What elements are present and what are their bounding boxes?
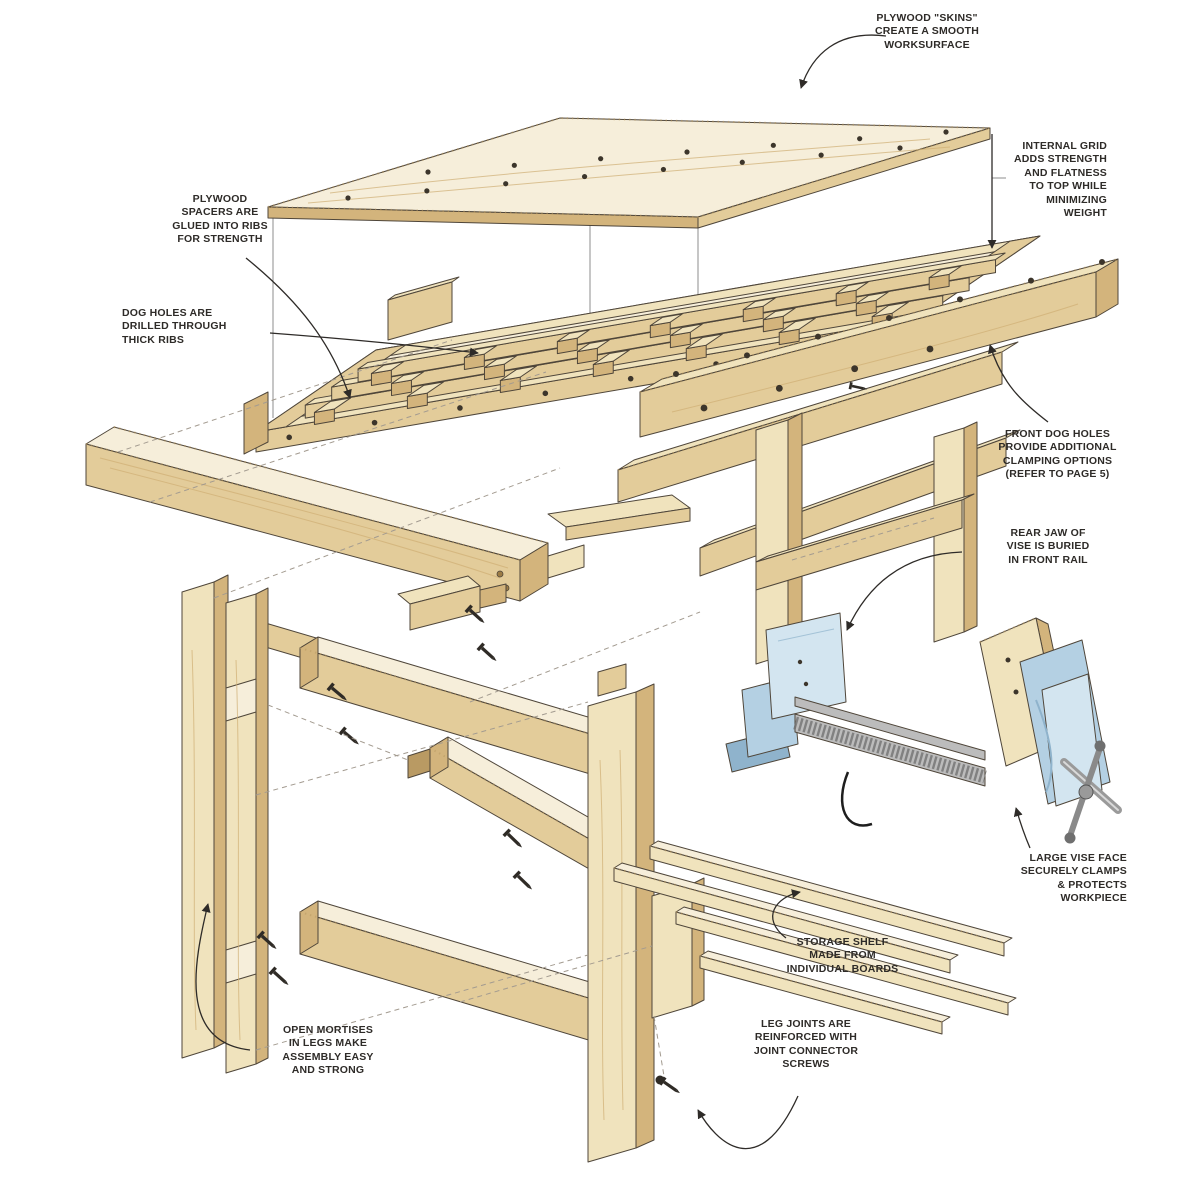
internal-grid-torsion-box bbox=[243, 235, 1041, 455]
callout-internal-grid: INTERNAL GRID ADDS STRENGTH AND FLATNESS… bbox=[1013, 140, 1107, 220]
callout-storage-shelf: STORAGE SHELF MADE FROM INDIVIDUAL BOARD… bbox=[786, 936, 899, 975]
vise-screw-rods bbox=[793, 696, 987, 787]
vise-rear-jaw bbox=[725, 612, 847, 773]
leg-assembly bbox=[181, 574, 659, 1163]
plywood-spacer-block bbox=[387, 276, 460, 341]
callout-leg-joints: LEG JOINTS ARE REINFORCED WITH JOINT CON… bbox=[753, 1018, 859, 1071]
back-rail bbox=[85, 426, 585, 602]
front-dog-hole-rail bbox=[639, 258, 1119, 438]
storage-shelf-boards bbox=[613, 840, 1017, 1035]
joint-connector-screw bbox=[655, 1075, 683, 1097]
callout-plywood-skins: PLYWOOD "SKINS" CREATE A SMOOTH WORKSURF… bbox=[874, 12, 980, 51]
vise-front-jaw bbox=[840, 617, 1122, 844]
callout-dog-holes: DOG HOLES ARE DRILLED THROUGH THICK RIBS bbox=[122, 307, 227, 346]
callout-rear-jaw: REAR JAW OF VISE IS BURIED IN FRONT RAIL bbox=[1006, 527, 1090, 566]
callout-open-mortises: OPEN MORTISES IN LEGS MAKE ASSEMBLY EASY… bbox=[282, 1024, 374, 1077]
callout-front-dog-holes: FRONT DOG HOLES PROVIDE ADDITIONAL CLAMP… bbox=[998, 428, 1117, 481]
shelf-spacer-board bbox=[547, 494, 691, 541]
bench-frame bbox=[617, 341, 1021, 665]
callout-leaders bbox=[195, 34, 1049, 1150]
plywood-top-skin bbox=[267, 116, 991, 229]
callout-plywood-spacers: PLYWOOD SPACERS ARE GLUED INTO RIBS FOR … bbox=[172, 193, 268, 246]
vise-assembly bbox=[725, 612, 1122, 844]
callout-large-vise-face: LARGE VISE FACE SECURELY CLAMPS & PROTEC… bbox=[1020, 852, 1127, 905]
cleat-block bbox=[397, 575, 507, 631]
assembly-screws bbox=[256, 381, 868, 1097]
assembly-guide-lines bbox=[117, 339, 935, 1077]
